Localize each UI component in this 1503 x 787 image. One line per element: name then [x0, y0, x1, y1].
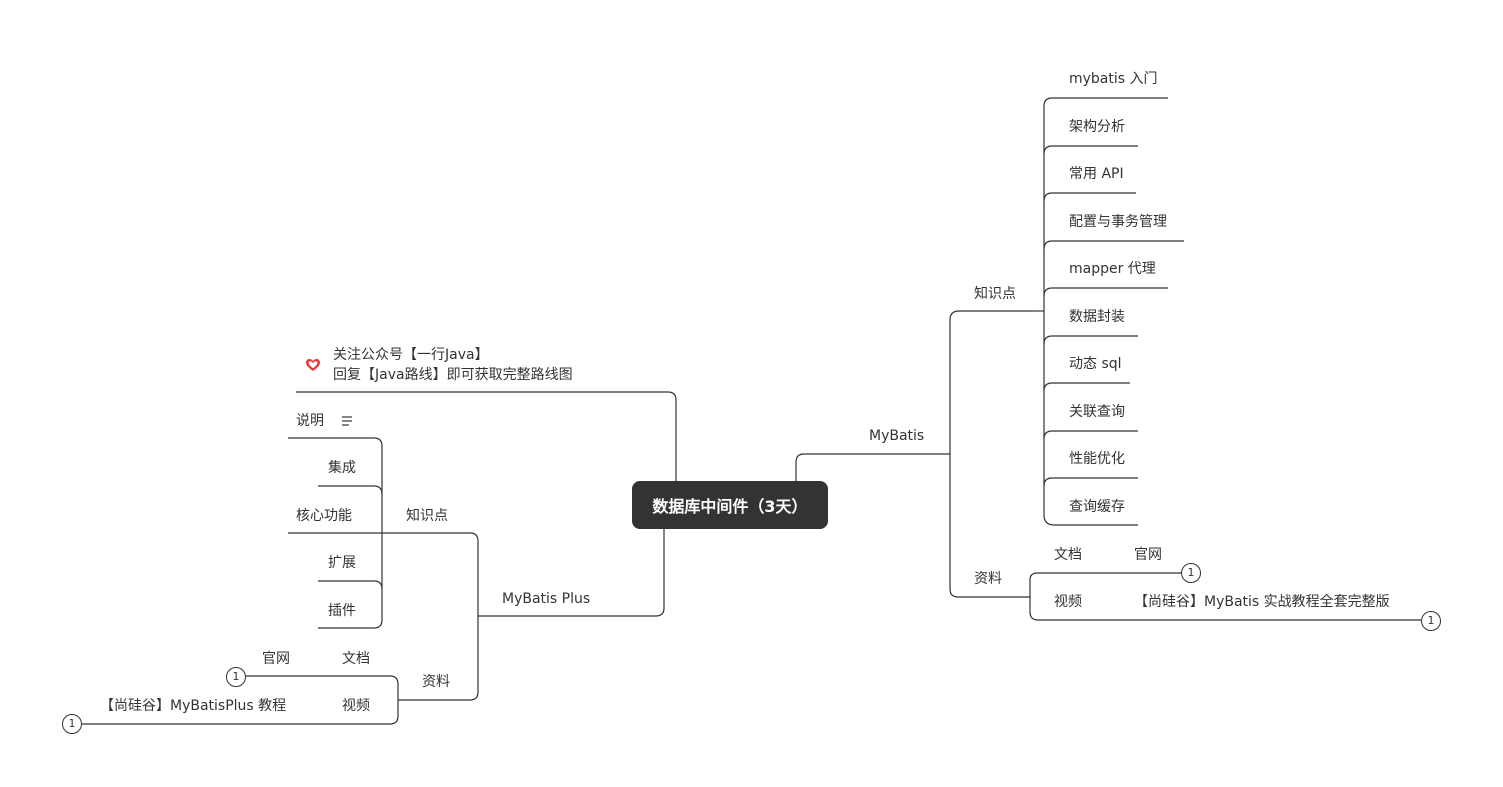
mybatis-plus-resources-node[interactable]: 资料 — [422, 674, 450, 690]
mybatis-plus-knowledge-item[interactable]: 说明 — [296, 413, 324, 429]
mybatis-plus-knowledge-item[interactable]: 插件 — [328, 603, 356, 619]
mybatis-official-count-badge[interactable]: 1 — [1181, 563, 1201, 583]
mybatis-plus-knowledge-item[interactable]: 核心功能 — [296, 508, 352, 524]
mybatis-knowledge-item[interactable]: 架构分析 — [1069, 119, 1125, 135]
mybatis-knowledge-item[interactable]: 动态 sql — [1069, 356, 1122, 372]
mybatis-video-link[interactable]: 【尚硅谷】MyBatis 实战教程全套完整版 — [1134, 594, 1390, 610]
mybatis-knowledge-item[interactable]: 常用 API — [1069, 166, 1124, 182]
note-icon[interactable] — [342, 416, 352, 426]
mybatis-knowledge-item[interactable]: 关联查询 — [1069, 404, 1125, 420]
mybatis-node[interactable]: MyBatis — [869, 428, 925, 444]
root-node[interactable]: 数据库中间件（3天） — [632, 481, 828, 529]
mybatis-knowledge-node[interactable]: 知识点 — [974, 286, 1016, 302]
heart-icon — [306, 359, 320, 371]
mybatis-knowledge-item[interactable]: mapper 代理 — [1069, 261, 1156, 277]
mybatis-plus-video-count-badge[interactable]: 1 — [62, 714, 82, 734]
mybatis-plus-official-count-badge[interactable]: 1 — [226, 667, 246, 687]
mybatis-plus-docs-node[interactable]: 文档 — [342, 651, 370, 667]
mybatis-plus-knowledge-node[interactable]: 知识点 — [406, 508, 448, 524]
mybatis-plus-knowledge-item[interactable]: 集成 — [328, 460, 356, 476]
mybatis-knowledge-item[interactable]: 性能优化 — [1069, 451, 1125, 467]
mybatis-docs-node[interactable]: 文档 — [1054, 547, 1082, 563]
mybatis-plus-video-link[interactable]: 【尚硅谷】MyBatisPlus 教程 — [100, 698, 287, 714]
mybatis-knowledge-item[interactable]: mybatis 入门 — [1069, 71, 1158, 87]
mybatis-plus-official-link[interactable]: 官网 — [262, 651, 290, 667]
mybatis-video-node[interactable]: 视频 — [1054, 594, 1082, 610]
mybatis-knowledge-item[interactable]: 配置与事务管理 — [1069, 214, 1167, 230]
mybatis-knowledge-item[interactable]: 查询缓存 — [1069, 499, 1125, 515]
mybatis-official-link[interactable]: 官网 — [1134, 547, 1162, 563]
promo-line-1[interactable]: 关注公众号【一行Java】 — [333, 347, 489, 363]
promo-line-2[interactable]: 回复【Java路线】即可获取完整路线图 — [333, 367, 573, 383]
mybatis-resources-node[interactable]: 资料 — [974, 571, 1002, 587]
mybatis-knowledge-item[interactable]: 数据封装 — [1069, 309, 1125, 325]
root-label: 数据库中间件（3天） — [652, 497, 808, 516]
mybatis-plus-node[interactable]: MyBatis Plus — [502, 591, 591, 607]
mybatis-video-count-badge[interactable]: 1 — [1421, 611, 1441, 631]
mybatis-plus-knowledge-item[interactable]: 扩展 — [328, 555, 356, 571]
mybatis-plus-video-node[interactable]: 视频 — [342, 698, 370, 714]
